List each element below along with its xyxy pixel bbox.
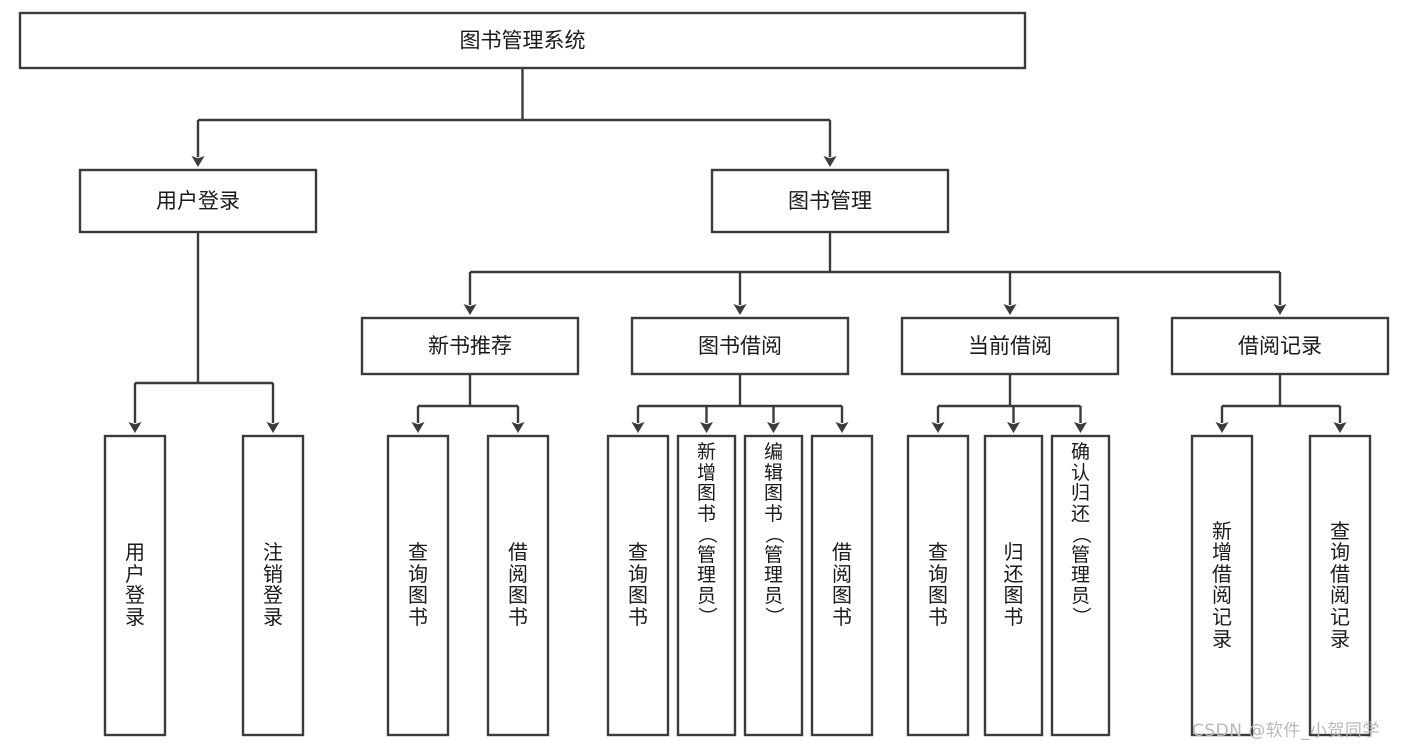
node-new-book-rec-rect bbox=[360, 316, 580, 376]
leaf-box-logout[interactable] bbox=[241, 434, 305, 737]
leaf-box-borrow-book-borrow[interactable] bbox=[810, 434, 874, 737]
leaf-box-query-borrow-record[interactable] bbox=[1308, 434, 1372, 737]
node-borrow-record[interactable]: 借阅记录 bbox=[1170, 316, 1390, 376]
leaf-box-add-borrow-record[interactable] bbox=[1190, 434, 1254, 737]
node-user-login-label: 用户登录 bbox=[156, 189, 240, 213]
leaf-box-confirm-return-admin[interactable] bbox=[1050, 434, 1111, 737]
node-user-login-rect bbox=[78, 168, 318, 234]
leaf-box-query-book-rec[interactable] bbox=[386, 434, 450, 737]
node-book-manage[interactable]: 图书管理 bbox=[710, 168, 950, 234]
node-borrow-record-rect bbox=[1170, 316, 1390, 376]
node-user-login[interactable]: 用户登录 bbox=[78, 168, 318, 234]
leaf-box-return-book[interactable] bbox=[983, 434, 1044, 737]
node-book-manage-rect bbox=[710, 168, 950, 234]
leaf-box-borrow-book-rec[interactable] bbox=[486, 434, 550, 737]
node-root-label: 图书管理系统 bbox=[460, 29, 586, 53]
node-borrow-record-label: 借阅记录 bbox=[1238, 334, 1322, 358]
node-book-borrow-label: 图书借阅 bbox=[698, 334, 782, 358]
leaf-box-edit-book-admin[interactable] bbox=[743, 434, 804, 737]
node-book-manage-label: 图书管理 bbox=[788, 189, 872, 213]
leaf-box-add-book-admin[interactable] bbox=[676, 434, 737, 737]
node-root-rect bbox=[18, 11, 1027, 70]
node-root[interactable]: 图书管理系统 bbox=[18, 11, 1027, 70]
node-book-borrow-rect bbox=[630, 316, 850, 376]
node-new-book-rec[interactable]: 新书推荐 bbox=[360, 316, 580, 376]
connectors-layer bbox=[128, 68, 1347, 433]
leaf-box-user-login[interactable] bbox=[103, 434, 167, 737]
node-current-borrow[interactable]: 当前借阅 bbox=[900, 316, 1120, 376]
leaf-box-query-book-current[interactable] bbox=[906, 434, 970, 737]
node-current-borrow-rect bbox=[900, 316, 1120, 376]
node-book-borrow[interactable]: 图书借阅 bbox=[630, 316, 850, 376]
node-new-book-rec-label: 新书推荐 bbox=[428, 334, 512, 358]
leaf-box-query-book-borrow[interactable] bbox=[606, 434, 670, 737]
node-current-borrow-label: 当前借阅 bbox=[968, 334, 1052, 358]
